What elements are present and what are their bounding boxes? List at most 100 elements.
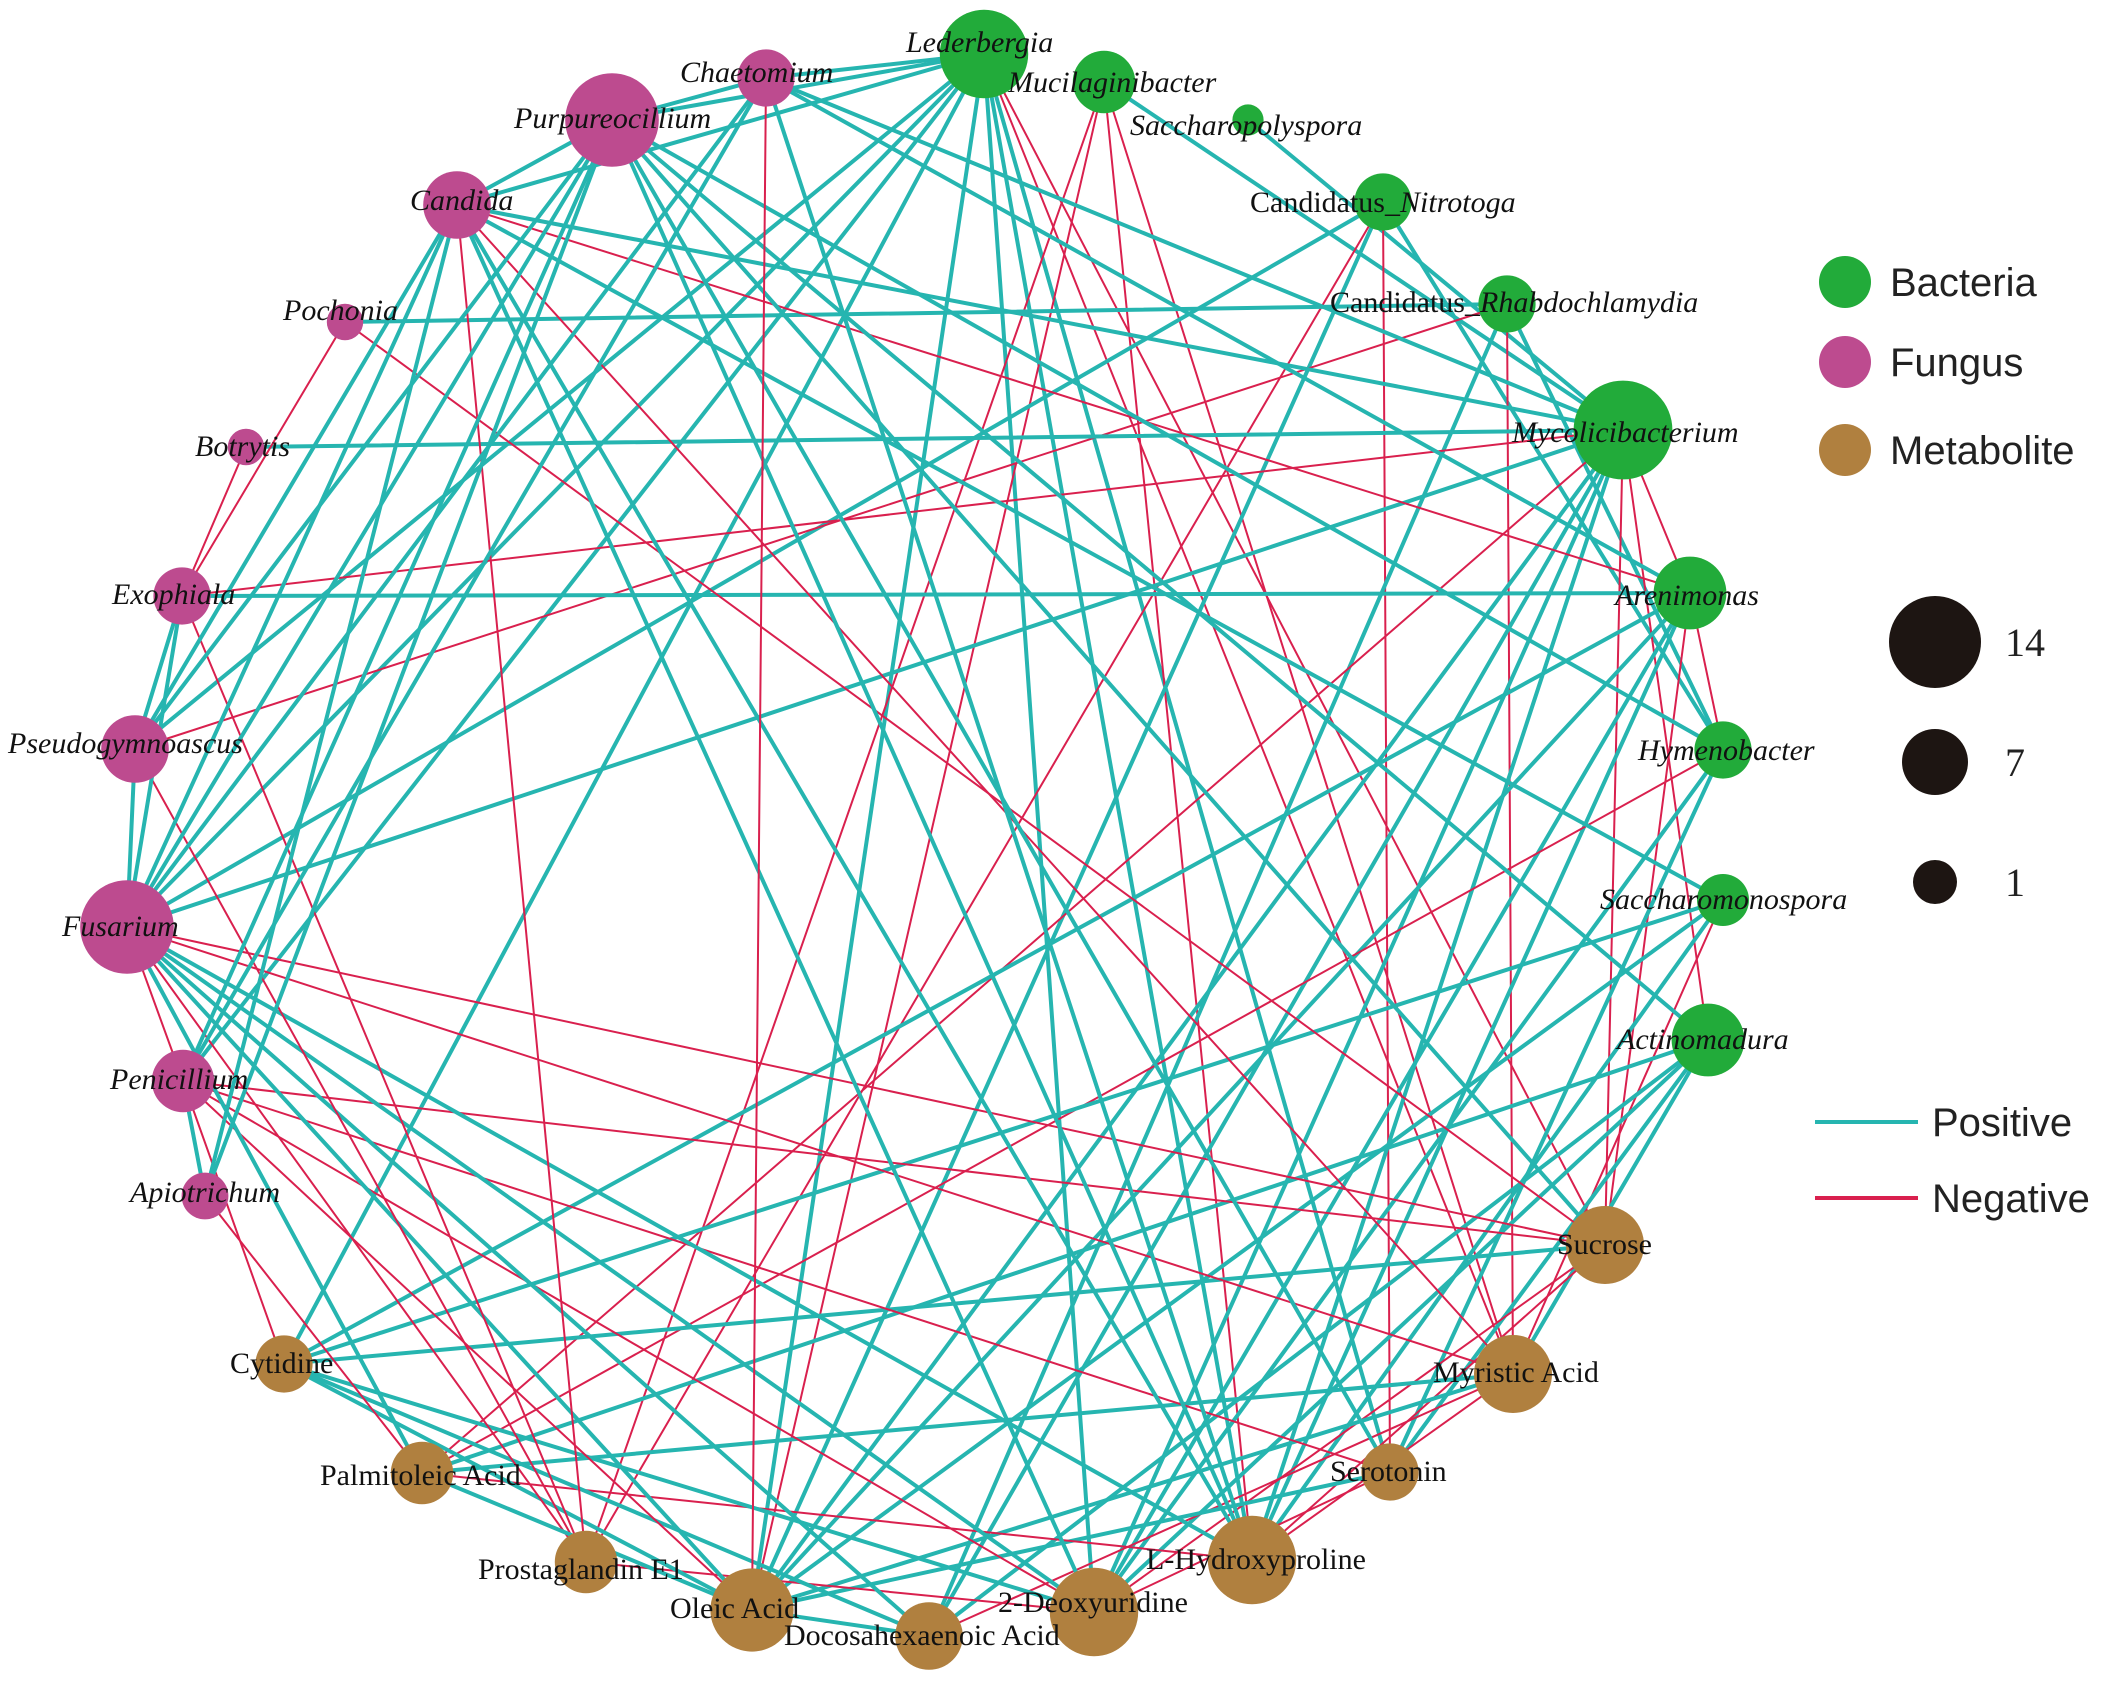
legend-fungus-marker [1819,336,1871,388]
node-label-name-fusarium: Fusarium [61,910,179,943]
edge-positive-mycolicibacterium-chaetomium [764,76,1625,432]
node-cytidine[interactable] [255,1335,313,1393]
node-label-name-sucrose: Sucrose [1557,1228,1652,1261]
node-fusarium[interactable] [80,880,174,974]
edge-negative-sucrose-hydroxyproline [1251,1244,1606,1561]
edge-positive-hymenobacter-purpureocillium [610,118,1725,752]
node-mucilaginibacter[interactable] [1072,50,1136,114]
node-sucrose[interactable] [1566,1206,1644,1284]
edge-negative-deoxyuridine-penicillium [182,1080,1095,1613]
node-myristic[interactable] [1474,1335,1552,1413]
node-penicillium[interactable] [151,1049,215,1113]
edge-positive-hydroxyproline-fusarium [125,925,1254,1562]
node-label-name-mycolicibacterium: Mycolicibacterium [1511,416,1739,449]
node-pochonia[interactable] [326,303,364,341]
node-label-name-prostaglandin: Prostaglandin E1 [478,1553,684,1586]
node-saccharomonospora[interactable] [1697,874,1749,926]
node-label-name-botrytis: Botrytis [195,430,290,463]
edge-negative-nitrotoga-prostaglandin [585,201,1384,1563]
node-label-name-hymenobacter: Hymenobacter [1637,734,1815,767]
node-nitrotoga[interactable] [1354,173,1412,231]
node-saccharopolyspora[interactable] [1232,104,1264,136]
edge-positive-penicillium-purpureocillium [181,118,614,1083]
node-docosa[interactable] [895,1602,963,1670]
node-label-serotonin: Serotonin [1330,1455,1447,1488]
size-legend-14-label: 14 [2005,620,2045,665]
edge-positive-lederbergia-serotonin [982,52,1392,1474]
edge-positive-fusarium-purpureocillium [125,118,614,929]
legend-metabolite-label: Metabolite [1890,429,2075,473]
node-label-exophiala: Exophiala [111,578,235,611]
node-pseudogymnoascus[interactable] [101,715,169,783]
node-label-hymenobacter: Hymenobacter [1637,734,1815,767]
edge-positive-docosa-cytidine [282,1362,931,1638]
edge-positive-saccharomonospora-hydroxyproline [1250,898,1725,1562]
node-arenimonas[interactable] [1653,556,1727,630]
node-purpureocillium[interactable] [565,73,659,167]
edge-negative-hydroxyproline-palmitoleic [421,1472,1253,1561]
node-deoxyuridine[interactable] [1049,1567,1139,1657]
node-label-palmitoleic: Palmitoleic Acid [320,1459,521,1492]
node-botrytis[interactable] [227,428,265,466]
edge-positive-saccharopolyspora-mycolicibacterium [1246,118,1625,432]
legend-bacteria-label: Bacteria [1890,261,2037,305]
edge-positive-saccharomonospora-candida [455,203,1725,902]
node-hydroxyproline[interactable] [1207,1515,1297,1605]
node-label-sucrose: Sucrose [1557,1228,1652,1261]
edge-positive-nitrotoga-hymenobacter [1381,200,1725,752]
edge-positive-nitrotoga-fusarium [125,200,1385,929]
edge-negative-palmitoleic-apiotrichum [204,1195,423,1474]
edge-negative-prostaglandin-exophiala [181,595,587,1563]
node-chaetomium[interactable] [737,49,795,107]
edge-negative-mycolicibacterium-exophiala [181,429,1624,597]
node-exophiala[interactable] [153,567,211,625]
edge-positive-rhabdochlamydia-hymenobacter [1505,302,1725,752]
edge-negative-serotonin-penicillium [182,1080,1391,1473]
edge-positive-fusarium-chaetomium [125,76,768,929]
edge-positive-actinomadura-deoxyuridine [1092,1038,1710,1614]
edge-positive-hydroxyproline-candida [455,203,1254,1562]
legend-group-fungus: Fungus [1819,336,2023,388]
node-label-saccharopolyspora: Saccharopolyspora [1130,109,1362,142]
edge-positive-lederbergia-penicillium [181,52,986,1083]
edge-positive-mycolicibacterium-botrytis [244,428,1625,449]
node-label-name-nitrotoga: Nitrotoga [1399,186,1516,219]
node-apiotrichum[interactable] [181,1172,229,1220]
edge-negative-mucilaginibacter-oleic [751,81,1105,1611]
node-label-fusarium: Fusarium [61,910,179,943]
legend-metabolite-marker [1819,424,1871,476]
edge-positive-hydroxyproline-chaetomium [764,76,1254,1562]
node-mycolicibacterium[interactable] [1573,380,1673,480]
node-prostaglandin[interactable] [554,1530,618,1594]
edge-positive-mycolicibacterium-candida [455,203,1625,432]
node-oleic[interactable] [710,1568,794,1652]
edge-positive-apiotrichum-candida [203,203,459,1198]
size-legend-1-marker [1913,860,1957,904]
node-label-oleic: Oleic Acid [670,1592,799,1625]
edge-negative-sucrose-fusarium [126,926,1606,1246]
node-label-name-cytidine: Cytidine [230,1347,333,1380]
edge-negative-lederbergia-sucrose [983,53,1606,1246]
node-label-apiotrichum: Apiotrichum [128,1176,280,1209]
edge-positive-fusarium-candida [125,203,459,929]
edge-positive-deoxyuridine-candida [455,203,1096,1614]
node-serotonin[interactable] [1361,1443,1419,1501]
node-label-name-candida: Candida [410,184,513,217]
node-lederbergia[interactable] [939,9,1029,99]
legend-bacteria-marker [1819,256,1871,308]
size-legend-14-marker [1889,596,1981,688]
node-hymenobacter[interactable] [1694,721,1752,779]
edge-negative-mycolicibacterium-sucrose [1604,429,1624,1246]
node-label-lederbergia: Lederbergia [905,26,1053,59]
edge-positive-arenimonas-chaetomium [764,76,1692,595]
node-label-candida: Candida [410,184,513,217]
node-rhabdochlamydia[interactable] [1478,275,1536,333]
node-candida[interactable] [423,171,491,239]
node-palmitoleic[interactable] [390,1441,454,1505]
edge-positive-rhabdochlamydia-docosa [927,302,1509,1638]
edge-positive-actinomadura-serotonin [1388,1038,1710,1474]
node-label-name-chaetomium: Chaetomium [680,56,833,89]
node-actinomadura[interactable] [1671,1003,1745,1077]
legend-positive-label: Positive [1932,1101,2072,1145]
